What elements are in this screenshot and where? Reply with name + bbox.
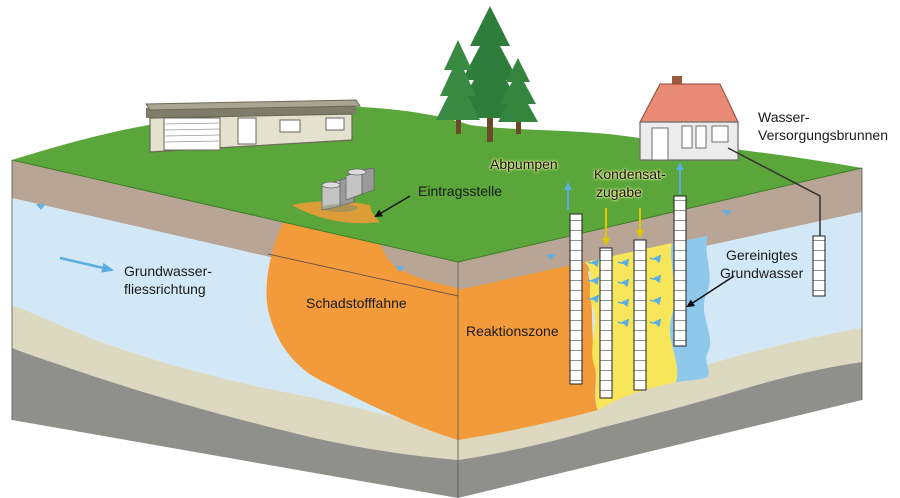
- label-reaktionszone: Reaktionszone: [466, 323, 559, 339]
- left-front-face: [12, 160, 459, 498]
- condensate-well-1: [599, 247, 613, 399]
- extraction-well-1: [569, 213, 583, 385]
- soil-layer-right: [458, 168, 862, 300]
- water-table-marker-icon: [36, 204, 46, 210]
- sediment-layer-right: [458, 328, 862, 460]
- house-icon: [639, 76, 739, 161]
- supply-well-icon: [812, 235, 826, 297]
- water-table-marker-icon: [722, 210, 732, 216]
- label-wasser-1: Wasser-: [758, 109, 810, 125]
- fir-tree-icon: [436, 6, 538, 142]
- eintragsstelle-leader: [374, 195, 411, 218]
- condensate-well-2: [633, 239, 647, 391]
- supply-pipe: [727, 147, 821, 236]
- sediment-layer-left: [12, 305, 458, 460]
- barrels-icon: [321, 167, 375, 212]
- label-grundwasser-2: fliessrichtung: [124, 281, 206, 297]
- label-grundwasser-1: Grundwasser-: [124, 263, 212, 279]
- bedrock-layer-left: [12, 348, 458, 498]
- label-abpumpen: Abpumpen: [490, 156, 558, 172]
- farm-building-icon: [145, 99, 361, 153]
- condensate-zone: [585, 243, 678, 410]
- label-gereinigtes-1: Gereinigtes: [726, 247, 798, 263]
- water-table-marker-icon: [546, 254, 556, 260]
- groundwater-flow-arrow-icon: [59, 256, 114, 273]
- flow-arrows: [587, 254, 662, 328]
- label-gereinigtes-2: Grundwasser: [720, 265, 804, 281]
- extraction-well-2: [673, 195, 687, 347]
- reaction-zone: [458, 262, 598, 440]
- label-kondensat-1: Kondensat-: [594, 166, 666, 182]
- label-kondensat-2: zugabe: [596, 184, 642, 200]
- label-eintragsstelle: Eintragsstelle: [418, 183, 503, 199]
- label-schadstofffahne: Schadstofffahne: [306, 295, 407, 311]
- water-table-marker-icon: [395, 266, 405, 272]
- gereinigtes-leader: [686, 275, 735, 308]
- label-wasser-2: Versorgungsbrunnen: [758, 127, 888, 143]
- bedrock-layer-right: [458, 362, 862, 498]
